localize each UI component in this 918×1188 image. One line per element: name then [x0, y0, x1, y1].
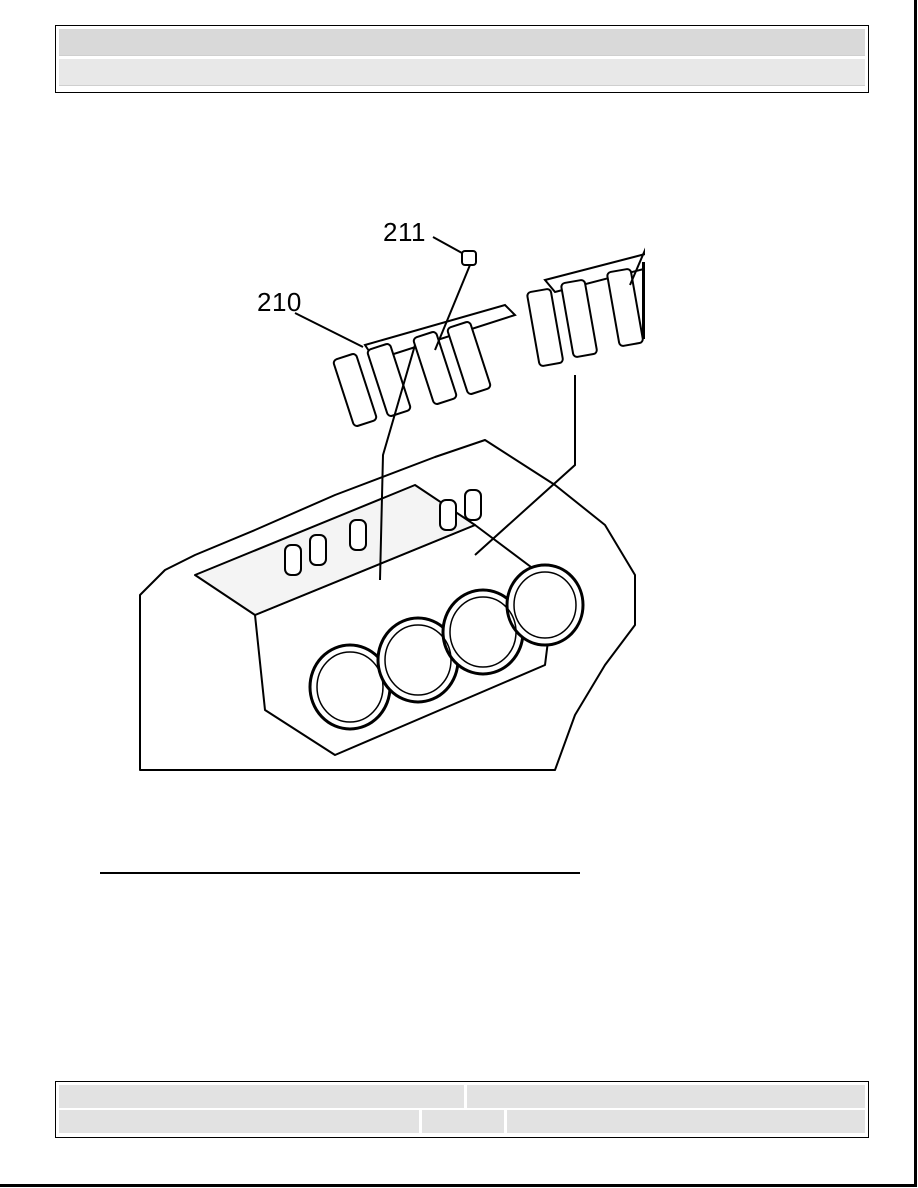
cylinder-bore-4 [505, 563, 585, 647]
document-header [55, 25, 869, 93]
engine-valley [194, 484, 476, 616]
engine-block-lifter-guide-illustration: 211 210 [135, 195, 692, 775]
header-row-1 [59, 29, 865, 56]
alignment-line-left [379, 344, 416, 581]
lifter-guide-right [526, 243, 692, 367]
footer-cell [507, 1110, 865, 1133]
document-footer [55, 1081, 869, 1138]
footer-row-1 [59, 1085, 865, 1108]
footer-cell [59, 1085, 464, 1108]
header-row-2 [59, 59, 865, 86]
footer-cell [59, 1110, 419, 1133]
footer-cell [422, 1110, 504, 1133]
bolt-211 [461, 250, 477, 266]
lifter-guide-210 [332, 303, 517, 427]
footer-row-2 [59, 1110, 865, 1133]
lifter-guide-diagram [139, 200, 692, 771]
alignment-line-right [474, 375, 576, 556]
callout-210: 210 [257, 287, 302, 317]
callout-211: 211 [383, 217, 426, 247]
lifter-bore [284, 544, 302, 576]
section-divider [100, 872, 580, 874]
footer-cell [467, 1085, 865, 1108]
